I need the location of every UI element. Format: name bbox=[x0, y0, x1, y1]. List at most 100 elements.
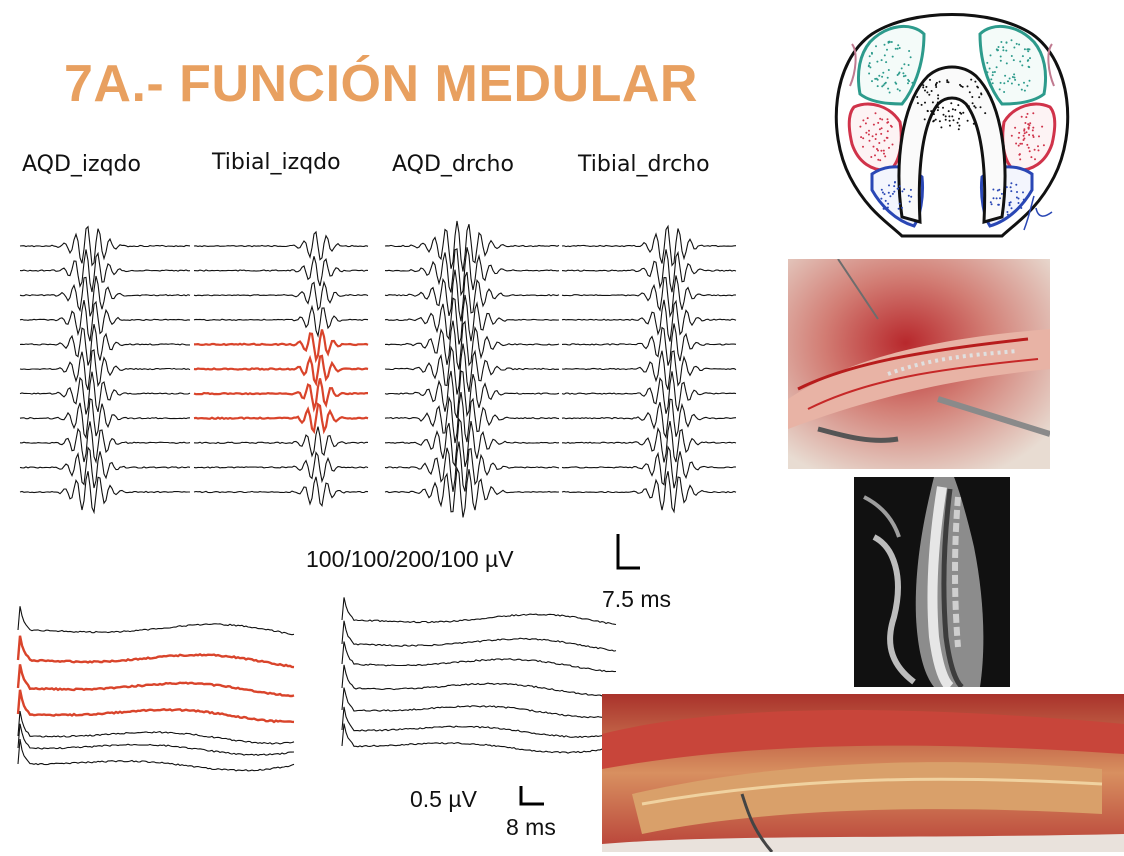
stipple-dot bbox=[999, 59, 1002, 62]
stipple-dot bbox=[894, 47, 897, 50]
mep-trace bbox=[384, 343, 560, 395]
stipple-dot bbox=[1022, 134, 1025, 137]
stipple-dot bbox=[972, 122, 975, 125]
stipple-dot bbox=[883, 152, 885, 155]
mep-trace bbox=[384, 392, 560, 444]
stipple-dot bbox=[971, 102, 974, 105]
stipple-dot bbox=[891, 143, 894, 146]
mep-trace bbox=[561, 275, 737, 319]
stipple-dot bbox=[1015, 42, 1018, 45]
stipple-dot bbox=[998, 88, 1001, 91]
stipple-dot bbox=[1033, 148, 1036, 151]
ssep-trace bbox=[16, 635, 295, 669]
stipple-dot bbox=[909, 188, 912, 191]
stipple-dot bbox=[881, 85, 884, 88]
stipple-dot bbox=[890, 41, 893, 43]
stipple-dot bbox=[973, 105, 976, 108]
stipple-dot bbox=[871, 52, 873, 55]
stipple-dot bbox=[860, 136, 863, 139]
stipple-dot bbox=[990, 203, 993, 206]
stipple-dot bbox=[883, 207, 886, 210]
stipple-dot bbox=[888, 40, 891, 43]
stipple-dot bbox=[888, 91, 891, 94]
mep-trace bbox=[19, 398, 191, 440]
stipple-dot bbox=[1005, 186, 1008, 189]
stipple-dot bbox=[885, 61, 888, 64]
mep-trace bbox=[19, 349, 191, 391]
stipple-dot bbox=[980, 93, 983, 96]
stipple-dot bbox=[1027, 65, 1030, 68]
stipple-dot bbox=[977, 86, 979, 89]
stipple-dot bbox=[897, 187, 900, 190]
stipple-dot bbox=[999, 55, 1002, 58]
stipple-dot bbox=[923, 118, 926, 121]
stipple-dot bbox=[924, 101, 926, 104]
stipple-dot bbox=[1013, 73, 1016, 76]
stipple-dot bbox=[1030, 156, 1033, 159]
stipple-dot bbox=[1027, 50, 1030, 53]
stipple-dot bbox=[974, 106, 977, 109]
stipple-dot bbox=[1042, 144, 1045, 147]
stipple-dot bbox=[876, 78, 879, 81]
stipple-dot bbox=[988, 67, 991, 70]
mep-trace bbox=[384, 220, 560, 272]
stipple-dot bbox=[978, 96, 981, 99]
stipple-dot bbox=[878, 200, 881, 203]
stipple-dot bbox=[874, 112, 877, 115]
stipple-dot bbox=[938, 80, 941, 83]
stipple-dot bbox=[950, 102, 953, 105]
channel-label-tibial-drcho: Tibial_drcho bbox=[578, 152, 710, 177]
stipple-dot bbox=[1023, 137, 1026, 140]
stipple-dot bbox=[1002, 49, 1005, 52]
stipple-dot bbox=[907, 64, 910, 66]
stipple-dot bbox=[904, 74, 907, 77]
stipple-dot bbox=[872, 123, 875, 126]
stipple-dot bbox=[997, 203, 1000, 206]
stipple-dot bbox=[908, 50, 911, 52]
stipple-dot bbox=[997, 46, 1000, 48]
stipple-dot bbox=[878, 74, 881, 77]
stipple-dot bbox=[951, 108, 954, 111]
stipple-dot bbox=[957, 128, 960, 131]
stipple-dot bbox=[875, 133, 878, 136]
stipple-dot bbox=[902, 75, 905, 78]
stipple-dot bbox=[888, 146, 890, 149]
mep-trace bbox=[384, 370, 560, 419]
stipple-dot bbox=[889, 195, 892, 198]
stipple-dot bbox=[942, 106, 944, 109]
stipple-dot bbox=[1032, 126, 1035, 129]
stipple-dot bbox=[1023, 81, 1025, 84]
stipple-dot bbox=[924, 89, 926, 92]
stipple-dot bbox=[937, 94, 940, 97]
stipple-dot bbox=[952, 119, 955, 122]
stipple-dot bbox=[947, 110, 950, 113]
stipple-dot bbox=[879, 117, 882, 120]
stipple-dot bbox=[1008, 204, 1011, 207]
stipple-dot bbox=[898, 89, 901, 92]
mep-trace bbox=[19, 446, 191, 489]
stipple-dot bbox=[886, 136, 889, 139]
stipple-dot bbox=[1007, 80, 1009, 83]
stipple-dot bbox=[888, 184, 890, 187]
stipple-dot bbox=[1017, 202, 1020, 204]
mep-trace bbox=[193, 451, 369, 484]
stipple-dot bbox=[922, 86, 925, 89]
stipple-dot bbox=[1019, 158, 1022, 161]
stipple-dot bbox=[984, 112, 987, 115]
stipple-dot bbox=[907, 194, 910, 197]
stipple-dot bbox=[961, 85, 964, 88]
stipple-dot bbox=[1006, 211, 1009, 213]
stipple-dot bbox=[897, 44, 900, 47]
stipple-dot bbox=[897, 72, 900, 75]
stipple-dot bbox=[891, 55, 894, 58]
stipple-dot bbox=[991, 82, 994, 85]
stipple-dot bbox=[932, 113, 935, 116]
stipple-dot bbox=[996, 189, 999, 192]
ssep-trace bbox=[341, 687, 617, 719]
stipple-dot bbox=[1037, 145, 1039, 148]
stipple-dot bbox=[1008, 77, 1011, 80]
lower-amplitude-scale: 0.5 µV bbox=[410, 786, 477, 812]
mep-trace bbox=[19, 225, 191, 267]
stipple-dot bbox=[903, 188, 906, 191]
stipple-dot bbox=[935, 86, 938, 88]
